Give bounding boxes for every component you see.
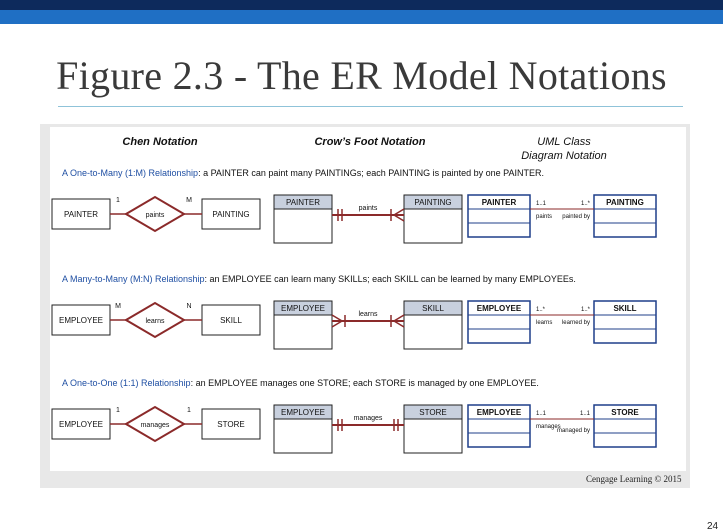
crows-entity-left-header: [273, 404, 333, 420]
chen-entity-right-label: STORE: [217, 420, 244, 429]
uml-role-right: painted by: [562, 214, 590, 220]
header-crows-foot: Crow’s Foot Notation: [314, 136, 425, 148]
crows-entity-right-header: [403, 194, 463, 210]
chen-entity-left: [51, 198, 111, 230]
uml-multiplicity-right: 1..*: [581, 307, 591, 313]
row-1-description: A Many-to-Many (M:N) Relationship: an EM…: [62, 274, 576, 284]
chen-entity-left: [51, 408, 111, 440]
chen-entity-right: [201, 198, 261, 230]
chen-cardinality-left: 1: [116, 407, 120, 414]
uml-multiplicity-left: 1..*: [536, 307, 546, 313]
uml-multiplicity-right: 1..*: [581, 201, 591, 207]
uml-role-right: learned by: [562, 320, 590, 326]
crows-entity-right-header: [403, 404, 463, 420]
chen-entity-right-label: SKILL: [220, 316, 242, 325]
row-0-relationship-text: : a PAINTER can paint many PAINTINGs; ea…: [198, 168, 544, 178]
crows-entity-left-header: [273, 194, 333, 210]
chen-relationship-diamond: [124, 405, 186, 443]
uml-class-left-label: EMPLOYEE: [477, 304, 522, 313]
crows-relationship-label: learns: [358, 311, 378, 318]
crows-entity-left-label: PAINTER: [286, 198, 320, 207]
chen-relationship-label: learns: [145, 318, 165, 325]
uml-class-left: [467, 300, 531, 344]
crows-entity-right-label: SKILL: [422, 304, 444, 313]
chen-cardinality-right: 1: [187, 407, 191, 414]
chen-cardinality-left: M: [115, 303, 121, 310]
uml-role-left: manages: [536, 424, 561, 430]
chen-relationship-diamond: [124, 195, 186, 233]
crows-entity-left-label: EMPLOYEE: [281, 408, 325, 417]
uml-class-right-label: STORE: [611, 408, 639, 417]
chen-entity-left: [51, 304, 111, 336]
crows-foot-right: [392, 208, 405, 222]
uml-class-left-label: EMPLOYEE: [477, 408, 522, 417]
slide-title: Figure 2.3 - The ER Model Notations: [56, 53, 667, 98]
crows-foot-left: [331, 314, 344, 328]
page-number: 24: [707, 521, 719, 532]
chen-relationship-diamond: [124, 301, 186, 339]
uml-class-left: [467, 404, 531, 448]
uml-class-right: [593, 404, 657, 448]
crows-entity-right-header: [403, 300, 463, 316]
title-divider: [58, 106, 683, 107]
chen-relationship-label: manages: [141, 422, 170, 429]
chen-entity-right-label: PAINTING: [212, 210, 249, 219]
row-2-description: A One-to-One (1:1) Relationship: an EMPL…: [62, 378, 539, 388]
chen-cardinality-right: N: [186, 303, 191, 310]
uml-role-left: learns: [536, 320, 552, 326]
chen-relationship-label: paints: [146, 212, 165, 219]
chen-cardinality-right: M: [186, 197, 192, 204]
top-bar-blue: [0, 10, 723, 24]
uml-class-right-label: PAINTING: [606, 198, 644, 207]
top-bar-dark: [0, 0, 723, 10]
row-2-relationship-type: A One-to-One (1:1) Relationship: [62, 378, 191, 388]
image-credit: Cengage Learning © 2015: [586, 474, 682, 484]
chen-entity-left-label: EMPLOYEE: [59, 420, 103, 429]
chen-entity-right: [201, 408, 261, 440]
uml-multiplicity-left: 1..1: [536, 201, 547, 207]
chen-entity-left-label: PAINTER: [64, 210, 98, 219]
header-chen: Chen Notation: [122, 136, 197, 148]
er-notation-figure: Chen Notation Crow’s Foot Notation UML C…: [50, 127, 686, 471]
row-0-relationship-type: A One-to-Many (1:M) Relationship: [62, 168, 198, 178]
uml-class-right: [593, 300, 657, 344]
row-1-relationship-type: A Many-to-Many (M:N) Relationship: [62, 274, 205, 284]
chen-cardinality-left: 1: [116, 197, 120, 204]
crows-entity-right-label: PAINTING: [414, 198, 451, 207]
uml-class-right-label: SKILL: [613, 304, 636, 313]
row-0-description: A One-to-Many (1:M) Relationship: a PAIN…: [62, 168, 544, 178]
uml-class-left: [467, 194, 531, 238]
er-diagram-svg: Chen Notation Crow’s Foot Notation UML C…: [51, 136, 657, 454]
uml-multiplicity-left: 1..1: [536, 411, 547, 417]
uml-class-right: [593, 194, 657, 238]
chen-entity-left-label: EMPLOYEE: [59, 316, 103, 325]
crows-foot-right: [392, 314, 405, 328]
header-uml-line1: UML Class: [537, 136, 591, 148]
header-uml-line2: Diagram Notation: [521, 150, 607, 162]
crows-entity-left-header: [273, 300, 333, 316]
row-2-relationship-text: : an EMPLOYEE manages one STORE; each ST…: [191, 378, 539, 388]
notation-rows: A One-to-Many (1:M) Relationship: a PAIN…: [51, 168, 657, 454]
uml-class-left-label: PAINTER: [482, 198, 517, 207]
crows-relationship-label: manages: [354, 415, 383, 422]
uml-role-left: paints: [536, 214, 552, 220]
crows-relationship-label: paints: [359, 205, 378, 212]
row-1-relationship-text: : an EMPLOYEE can learn many SKILLs; eac…: [205, 274, 576, 284]
uml-multiplicity-right: 1..1: [580, 411, 591, 417]
crows-entity-right-label: STORE: [419, 408, 446, 417]
uml-role-right: managed by: [557, 428, 590, 434]
chen-entity-right: [201, 304, 261, 336]
crows-entity-left-label: EMPLOYEE: [281, 304, 325, 313]
